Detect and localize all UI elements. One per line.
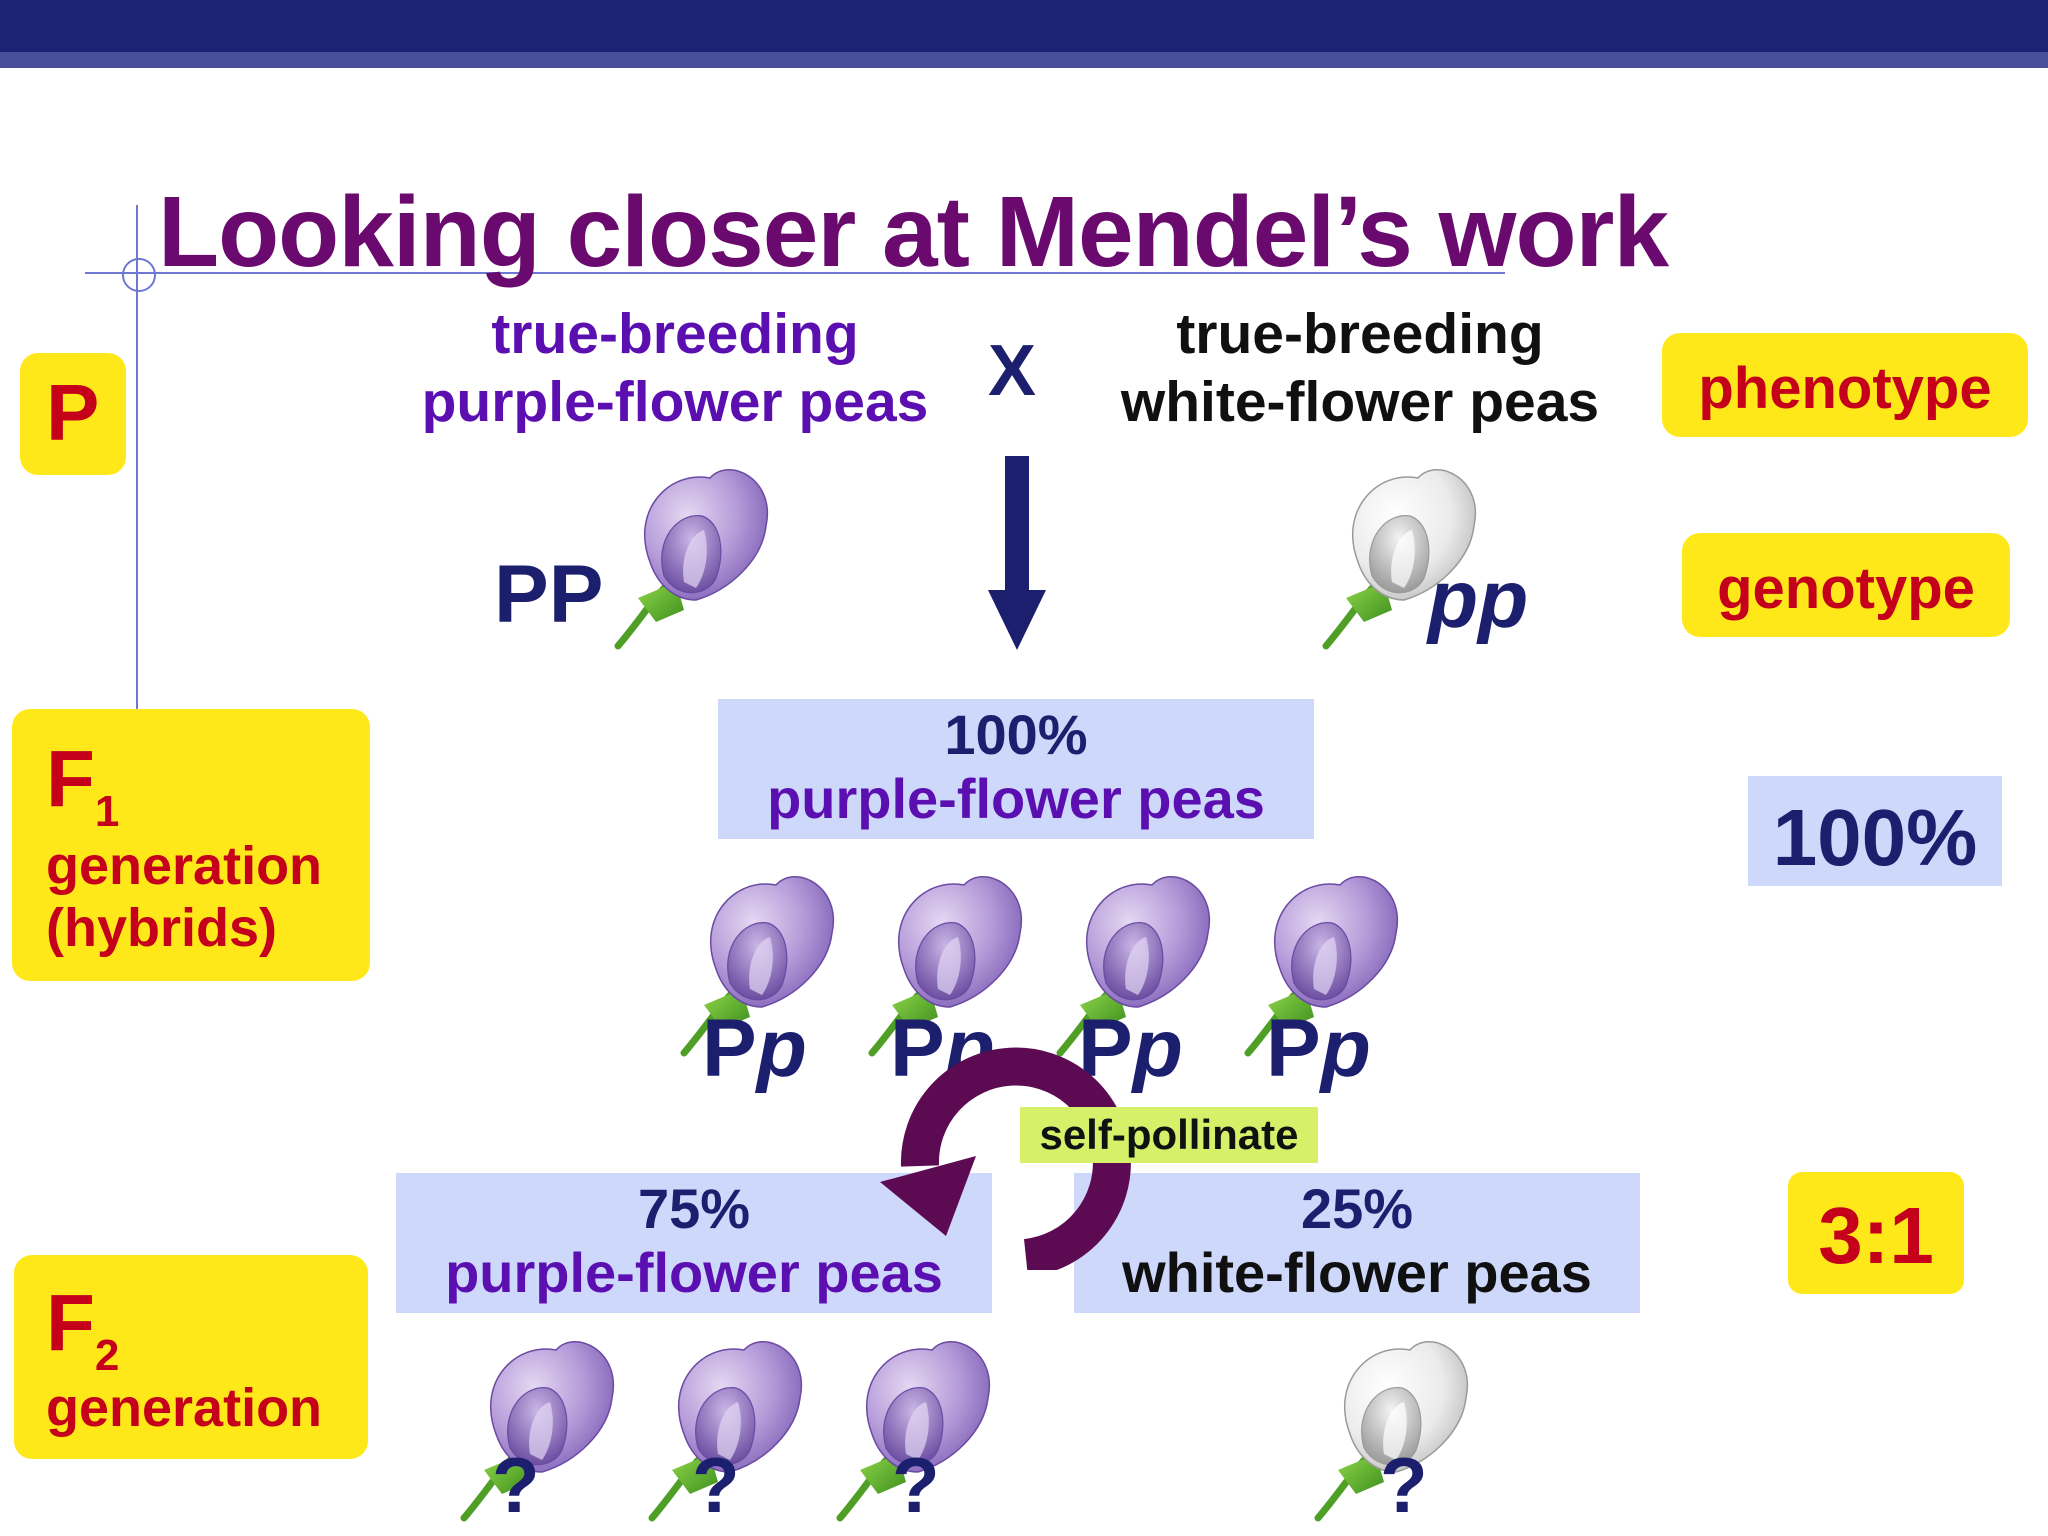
f1-percent: 100%	[944, 703, 1088, 766]
curved-arrow-icon	[880, 1047, 1131, 1270]
parent-left-description: true-breeding purple-flower peas	[380, 300, 970, 436]
f1-letter: F	[46, 734, 95, 823]
purple-flower-icon	[614, 469, 769, 650]
row-label-p-text: P	[46, 368, 100, 457]
f1-genotype-4-upper: P	[1266, 1003, 1321, 1094]
parent-right-genotype-text: pp	[1428, 554, 1529, 645]
purple-flower-icon	[680, 876, 835, 1057]
parent-right-line2: white-flower peas	[1120, 370, 1600, 434]
f2-left-description: purple-flower peas	[445, 1241, 943, 1304]
f2-ratio-text: 3:1	[1818, 1191, 1934, 1280]
purple-flower-icon	[1056, 876, 1211, 1057]
parent-left-line2: purple-flower peas	[421, 370, 929, 434]
f1-result-box: 100% purple-flower peas	[718, 699, 1314, 839]
row-label-f1: F1 generation (hybrids)	[12, 709, 370, 981]
row-label-f1-line2: (hybrids)	[46, 898, 278, 958]
parent-right-line1: true-breeding	[1176, 302, 1544, 366]
f2-letter: F	[46, 1278, 95, 1367]
f1-genotype-3-lower: p	[1132, 1003, 1183, 1094]
guide-line-horizontal	[85, 272, 1505, 274]
white-flower-icon	[1314, 1341, 1469, 1522]
crosshair-icon	[122, 258, 156, 292]
f2-ratio-box: 3:1	[1788, 1172, 1964, 1294]
f1-genotype-1: Pp	[702, 1002, 807, 1096]
f1-ratio-box: 100%	[1748, 776, 2002, 886]
f2-unknown-4: ?	[1380, 1441, 1428, 1529]
f1-description: purple-flower peas	[767, 767, 1265, 830]
f2-right-description: white-flower peas	[1122, 1241, 1592, 1304]
purple-flower-icon	[460, 1341, 615, 1522]
parent-right-description: true-breeding white-flower peas	[1090, 300, 1630, 436]
purple-flower-icon	[868, 876, 1023, 1057]
f1-genotype-2-upper: P	[890, 1003, 945, 1094]
header-bar-accent	[0, 52, 2048, 68]
f2-unknown-2: ?	[692, 1441, 740, 1529]
f1-genotype-3: Pp	[1078, 1002, 1183, 1096]
header-bar	[0, 0, 2048, 52]
f1-genotype-4: Pp	[1266, 1002, 1371, 1096]
self-pollinate-label: self-pollinate	[1020, 1107, 1318, 1163]
f2-left-percent: 75%	[637, 1177, 751, 1240]
phenotype-label-text: phenotype	[1698, 356, 1992, 421]
f2-subscript: 2	[94, 1331, 120, 1380]
f2-right-percent: 25%	[1300, 1177, 1414, 1240]
genotype-label-text: genotype	[1717, 556, 1975, 621]
f2-left-result-box: 75% purple-flower peas	[396, 1173, 992, 1313]
f1-subscript: 1	[94, 787, 120, 836]
row-label-f2-letter: F2	[46, 1277, 119, 1380]
purple-flower-icon	[836, 1341, 991, 1522]
purple-flower-icon	[1244, 876, 1399, 1057]
guide-line-vertical	[136, 205, 138, 710]
parent-right-genotype: pp	[1428, 553, 1528, 647]
cross-symbol: X	[988, 331, 1037, 411]
f2-unknown-1: ?	[492, 1441, 540, 1529]
f1-ratio-text: 100%	[1772, 793, 1978, 882]
row-label-f2-line1: generation	[46, 1378, 323, 1438]
row-label-p: P	[20, 353, 126, 475]
f1-genotype-1-upper: P	[702, 1003, 757, 1094]
f1-genotype-4-lower: p	[1320, 1003, 1371, 1094]
f2-unknown-3: ?	[892, 1441, 940, 1529]
phenotype-label: phenotype	[1662, 333, 2028, 437]
row-label-f2: F2 generation	[14, 1255, 368, 1459]
f1-genotype-1-lower: p	[756, 1003, 807, 1094]
white-flower-icon	[1322, 469, 1477, 650]
parent-left-line1: true-breeding	[491, 302, 859, 366]
row-label-f1-letter: F1	[46, 733, 119, 836]
page-title: Looking closer at Mendel’s work	[158, 176, 1669, 288]
row-label-f1-line1: generation	[46, 836, 323, 896]
f2-right-result-box: 25% white-flower peas	[1074, 1173, 1640, 1313]
parent-left-genotype: PP	[494, 549, 604, 640]
purple-flower-icon	[648, 1341, 803, 1522]
down-arrow-icon	[988, 456, 1046, 650]
genotype-label: genotype	[1682, 533, 2010, 637]
